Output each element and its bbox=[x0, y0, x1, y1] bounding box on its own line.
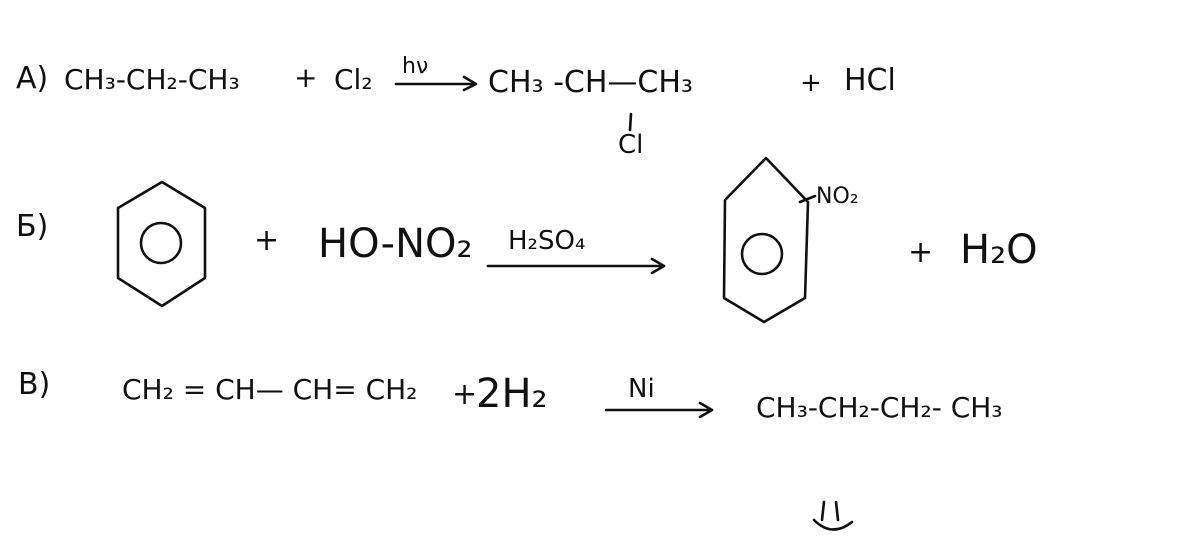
reaction-a-label: А) bbox=[16, 61, 49, 96]
reaction-a-cl-bond bbox=[628, 112, 633, 132]
reaction-c-product: CH₃-CH₂-CH₂- CH₃ bbox=[756, 391, 1003, 424]
reaction-b-arrow bbox=[486, 257, 666, 275]
smiley-doodle-icon bbox=[812, 500, 854, 531]
reaction-a-reactant: CH₃-CH₂-CH₃ bbox=[64, 63, 240, 96]
reaction-c-label: В) bbox=[18, 367, 51, 402]
reaction-b-catalyst: H₂SO₄ bbox=[508, 226, 586, 256]
reaction-b-label: Б) bbox=[16, 209, 49, 244]
reaction-a-substituent: Cl bbox=[618, 130, 644, 160]
reaction-a-byproduct: HCl bbox=[844, 63, 896, 98]
reaction-b-plus-1: + bbox=[254, 223, 280, 258]
benzene-ring-product bbox=[722, 156, 817, 324]
reaction-c-reagent: 2H₂ bbox=[476, 371, 548, 417]
reaction-c-reactant: CH₂ = CH— CH= CH₂ bbox=[122, 373, 418, 406]
reaction-a-plus-1: + bbox=[294, 61, 318, 94]
reaction-a-condition: hν bbox=[402, 54, 429, 79]
reaction-c-plus-1: + bbox=[452, 377, 478, 412]
reaction-a-reagent: Cl₂ bbox=[334, 63, 373, 96]
reaction-a-product: CH₃ -CH—CH₃ bbox=[488, 65, 693, 100]
reaction-c-arrow bbox=[604, 401, 714, 419]
reaction-a-plus-2: + bbox=[800, 68, 822, 98]
reaction-a-arrow bbox=[394, 75, 478, 92]
reaction-b-byproduct: H₂O bbox=[960, 227, 1038, 273]
reaction-c-catalyst: Ni bbox=[628, 374, 655, 404]
reaction-b-reagent: HO-NO₂ bbox=[318, 221, 473, 267]
reaction-b-substituent: NO₂ bbox=[816, 184, 859, 209]
reaction-b-plus-2: + bbox=[908, 235, 934, 270]
benzene-ring-reactant bbox=[116, 180, 207, 308]
